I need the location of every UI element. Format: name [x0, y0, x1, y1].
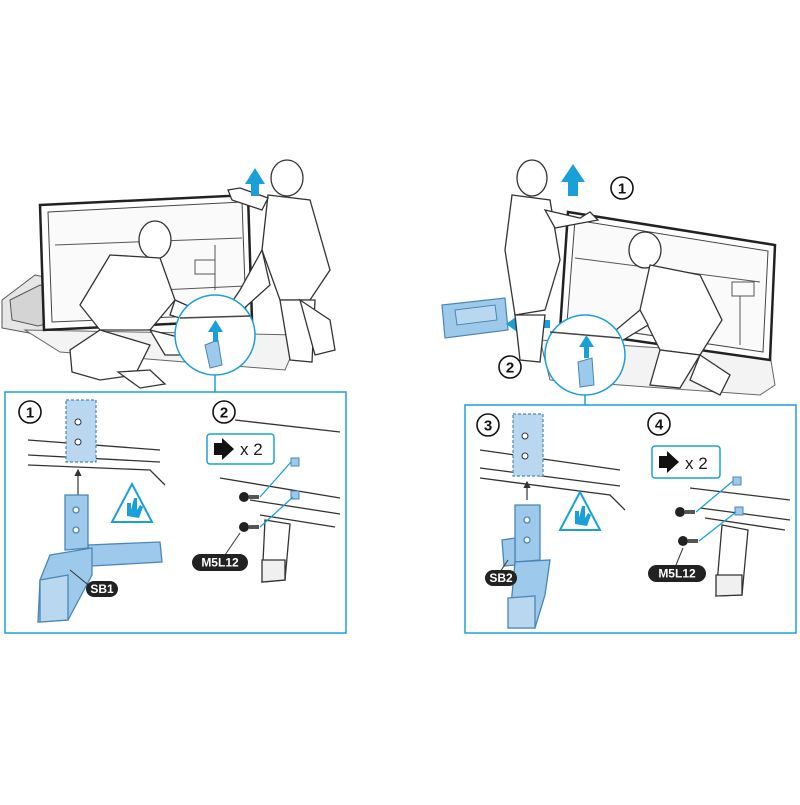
step-3-mount-bracket	[512, 413, 544, 477]
left-lift-arrow-icon	[245, 168, 265, 196]
right-zoom-detail	[549, 331, 621, 388]
screw-tag-right: M5L12	[648, 547, 706, 582]
screw-label-right: M5L12	[658, 567, 696, 581]
arrow-right-icon	[659, 451, 679, 473]
scene-step-2-number: 2	[506, 360, 514, 377]
left-detail-panel	[4, 391, 347, 634]
right-scene: 1 2	[441, 159, 777, 405]
left-person-lifting	[227, 159, 336, 363]
step-4-tv-edge	[689, 487, 791, 531]
step-2-hole-lower	[290, 490, 300, 500]
scene-step-2-badge: 2	[498, 355, 522, 379]
step-2-tv-edge	[219, 419, 341, 528]
step-4-screw-count: x 2	[651, 445, 721, 479]
sb2-tag: SB2	[485, 559, 517, 586]
step-4-hole-upper	[732, 476, 742, 486]
screw-tag-left: M5L12	[192, 532, 248, 571]
careful-hand-warning-icon	[558, 489, 602, 531]
step-4-screws	[675, 480, 737, 546]
right-person-kneeling	[609, 231, 731, 396]
screw-label-left: M5L12	[201, 556, 239, 570]
sb1-label: SB1	[90, 582, 114, 596]
step-2-badge: 2	[212, 400, 236, 424]
stand-sb1	[37, 494, 163, 623]
count-right: x 2	[685, 454, 708, 473]
step-1-mount-bracket	[65, 399, 97, 463]
step-4-hole-lower	[734, 506, 744, 516]
scene-step-1-badge: 1	[610, 176, 634, 200]
step-2-screws	[239, 461, 294, 532]
step-2-number: 2	[220, 405, 228, 422]
step-2-screw-count: x 2	[206, 433, 275, 465]
step-4-number: 4	[655, 417, 664, 434]
left-scene	[1, 159, 336, 392]
arrow-right-icon	[214, 438, 234, 460]
scene-step-1-number: 1	[618, 181, 626, 198]
right-packing-foam	[441, 297, 509, 339]
step-1-number: 1	[26, 405, 34, 422]
careful-hand-warning-icon	[110, 481, 154, 523]
step-4-stand-leg	[715, 524, 749, 597]
step-2-stand-leg	[261, 519, 291, 583]
count-left: x 2	[240, 440, 263, 459]
sb1-tag: SB1	[69, 569, 118, 597]
right-person-lifting	[504, 159, 600, 363]
sb2-label: SB2	[489, 571, 513, 585]
step-1-badge: 1	[18, 400, 42, 424]
stand-sb2	[501, 504, 551, 629]
step-3-number: 3	[484, 418, 492, 435]
step-3-tv-edge	[479, 449, 626, 511]
left-zoom-detail	[179, 315, 251, 369]
step-4-badge: 4	[647, 412, 671, 436]
right-lift-arrow-icon	[561, 164, 585, 196]
step-2-hole-upper	[290, 457, 300, 467]
step-3-badge: 3	[476, 413, 500, 437]
